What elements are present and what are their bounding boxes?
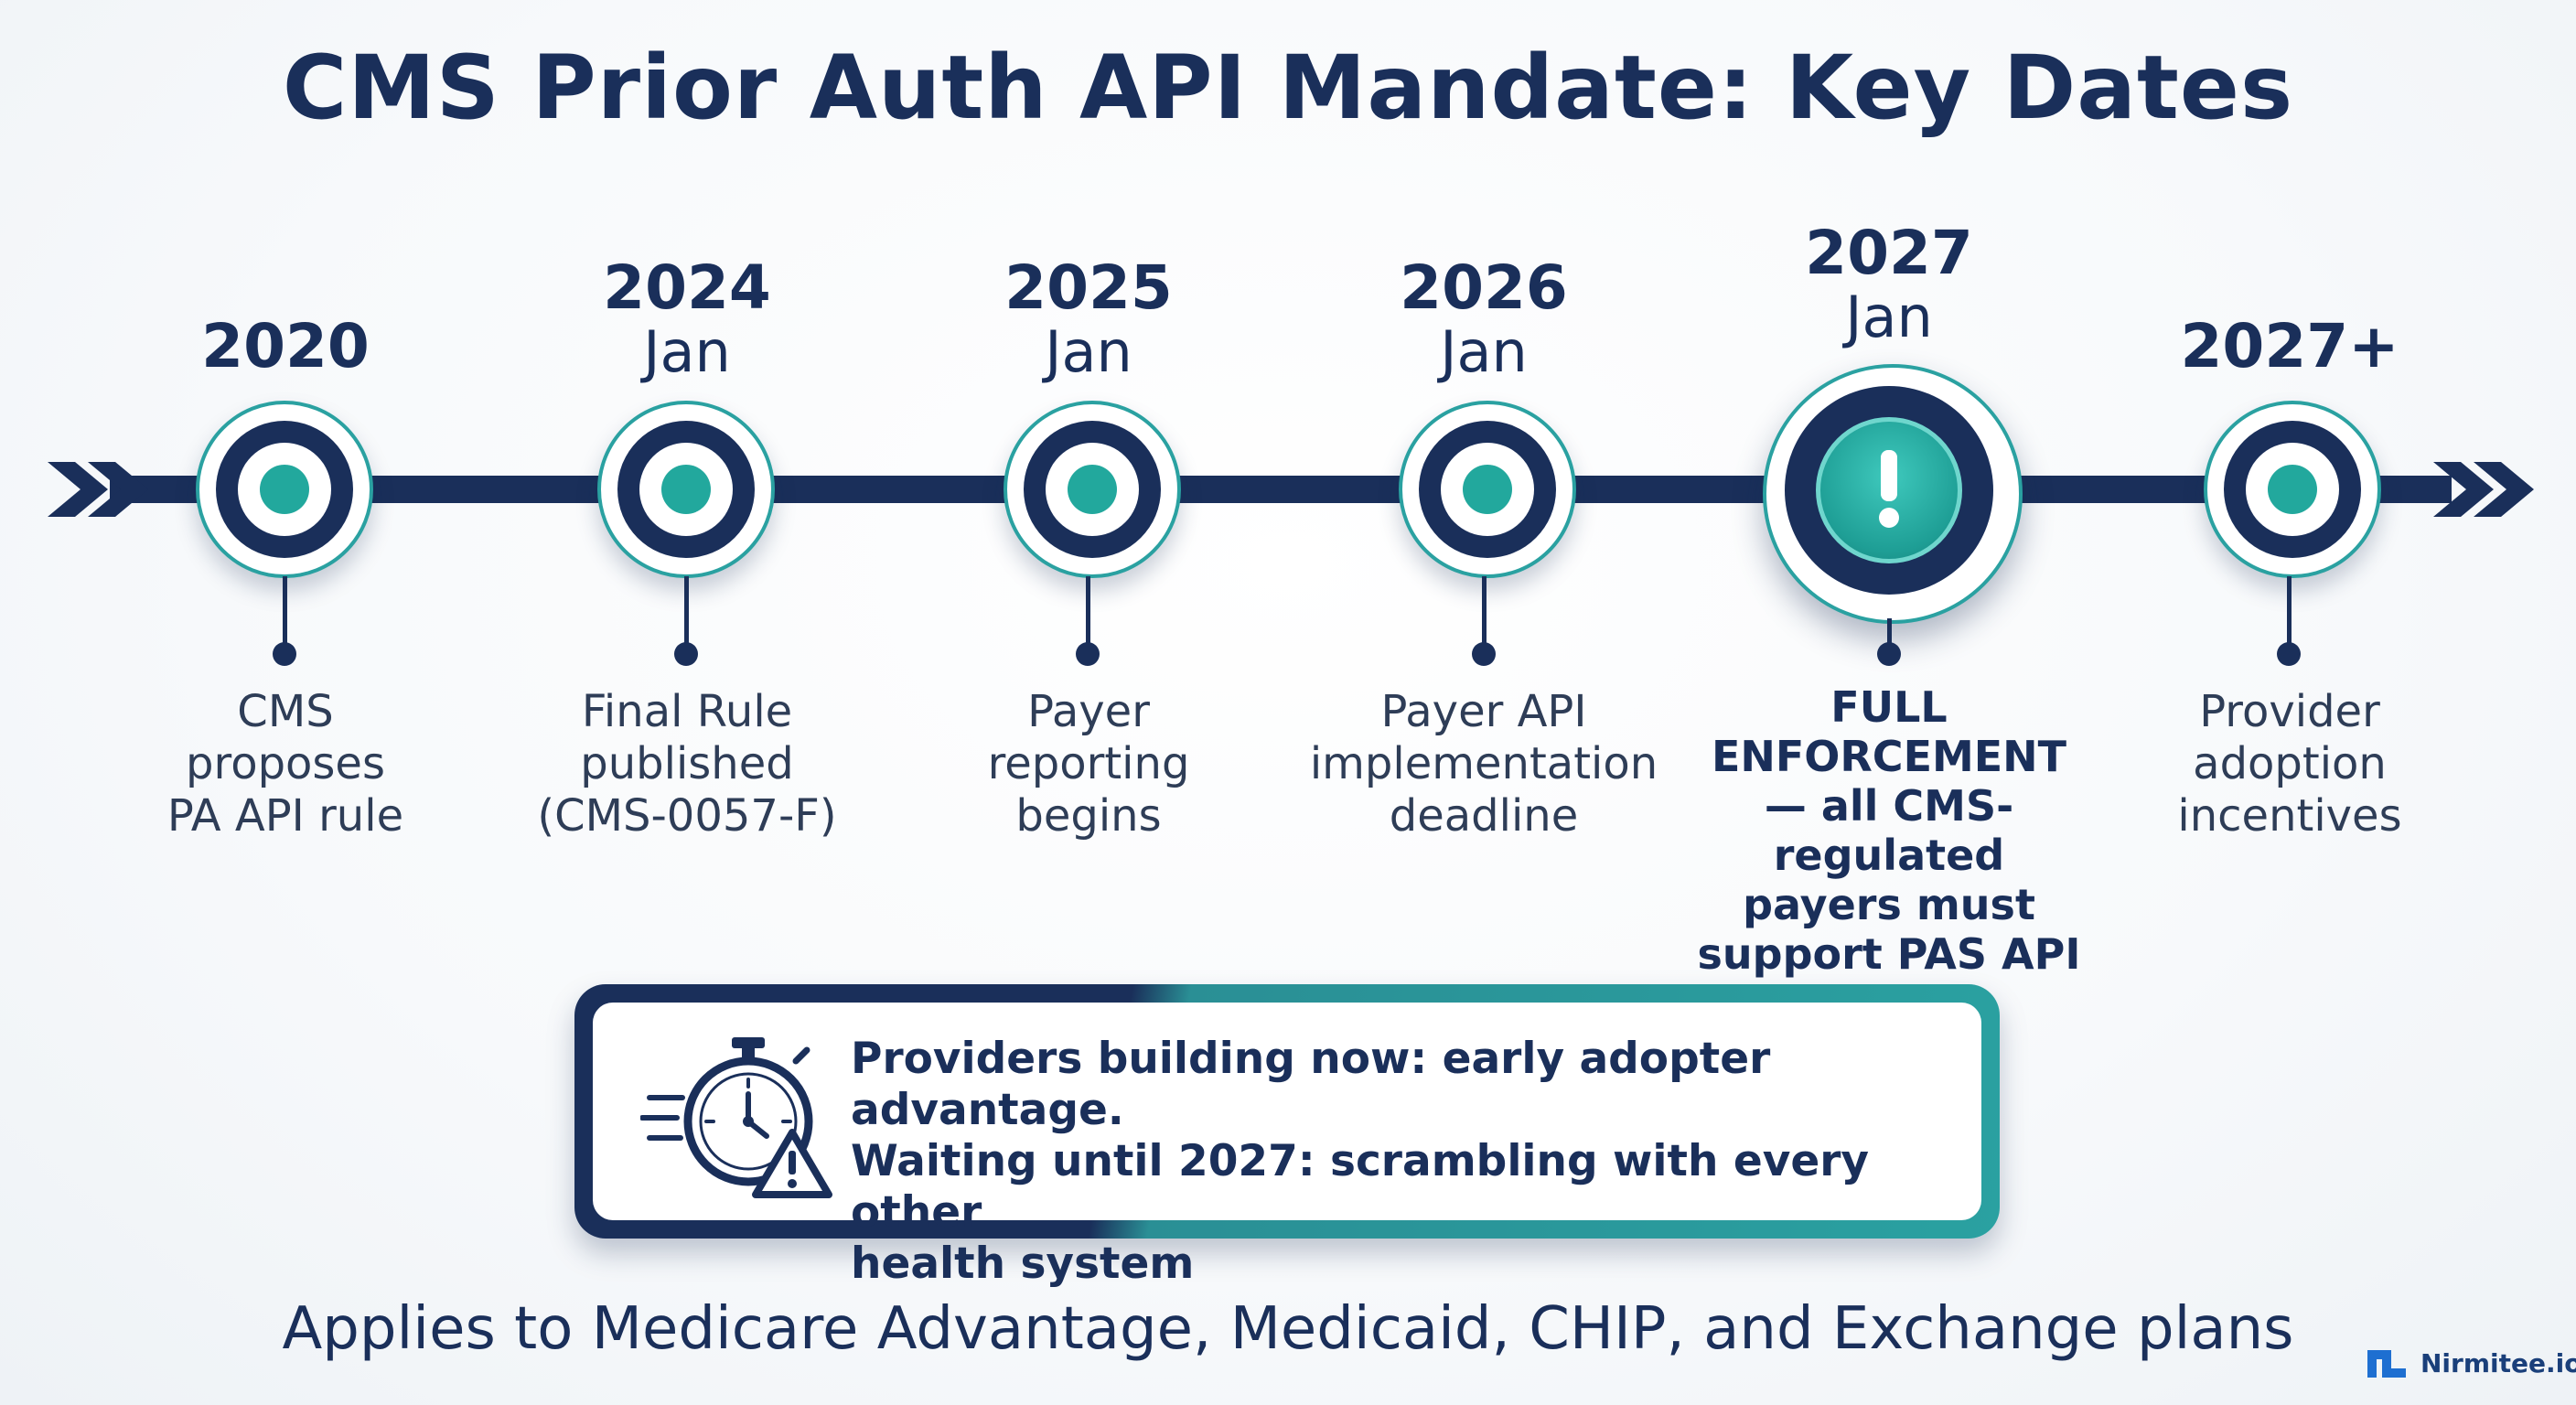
stem: [684, 576, 689, 649]
desc-line: published: [580, 738, 794, 789]
milestone-year: 2027+: [2180, 311, 2399, 381]
milestone-month: Jan: [1440, 318, 1528, 385]
desc-line: PA API rule: [166, 790, 404, 842]
desc-line: CMS: [237, 686, 334, 737]
desc-line: reporting: [987, 738, 1190, 789]
stem: [2287, 576, 2292, 649]
callout-message: Providers building now: early adopter ad…: [851, 1034, 1967, 1290]
milestone-year: 2026: [1400, 252, 1568, 323]
milestone-description: Payer API implementation deadline: [1283, 686, 1685, 842]
desc-line: FULL: [1830, 682, 1948, 732]
milestone-month: Jan: [643, 318, 731, 385]
desc-line: — all CMS-regulated: [1764, 781, 2014, 880]
desc-line: Payer: [1027, 686, 1150, 737]
callout-line: health system: [851, 1239, 1195, 1289]
milestone-description: Provider adoption incentives: [2088, 686, 2491, 842]
desc-line: payers must: [1743, 880, 2035, 929]
desc-line: proposes: [186, 738, 385, 789]
callout-box: [574, 984, 2000, 1239]
stem: [1086, 576, 1090, 649]
desc-line: adoption: [2193, 738, 2387, 789]
brand-name: Nirmitee.io: [2420, 1347, 2576, 1378]
milestone-year: 2020: [201, 311, 370, 381]
milestone-year: 2024: [603, 252, 771, 323]
footer-note: Applies to Medicare Advantage, Medicaid,…: [282, 1295, 2294, 1363]
stem-dot: [1076, 642, 1100, 666]
milestone-description: Final Rule published (CMS-0057-F): [486, 686, 888, 842]
node-dot: [661, 465, 711, 514]
right-chevrons-icon: [2433, 462, 2534, 517]
stem-dot: [1472, 642, 1496, 666]
stem-dot: [674, 642, 698, 666]
milestone-year: 2025: [1004, 252, 1173, 323]
desc-line: ENFORCEMENT: [1711, 732, 2067, 781]
milestone-month: Jan: [1845, 284, 1933, 350]
nirmitee-logo-icon: [2367, 1350, 2406, 1378]
milestone-description: Payer reporting begins: [887, 686, 1290, 842]
page-title: CMS Prior Auth API Mandate: Key Dates: [282, 37, 2294, 139]
milestone-description: FULL ENFORCEMENT — all CMS-regulated pay…: [1669, 682, 2109, 979]
stem-dot: [2277, 642, 2301, 666]
timeline-bar: [110, 476, 2452, 503]
desc-line: Payer API: [1380, 686, 1587, 737]
milestone-year: 2027: [1805, 218, 1973, 288]
callout-line: Waiting until 2027: scrambling with ever…: [851, 1136, 1870, 1238]
desc-line: (CMS-0057-F): [537, 790, 837, 842]
stem-dot: [1877, 642, 1901, 666]
node-dot: [2268, 465, 2317, 514]
stopwatch-warning-icon: [640, 1037, 832, 1198]
left-chevrons-icon: [48, 462, 148, 517]
stem: [283, 576, 287, 649]
brand: Nirmitee.io: [2366, 1343, 2576, 1383]
desc-line: deadline: [1389, 790, 1579, 842]
stem-dot: [273, 642, 296, 666]
node-dot: [1068, 465, 1117, 514]
node-dot: [1463, 465, 1512, 514]
callout-line: Providers building now: early adopter ad…: [851, 1034, 1771, 1135]
desc-line: incentives: [2177, 790, 2402, 842]
desc-line: support PAS API: [1697, 929, 2081, 979]
desc-line: begins: [1015, 790, 1162, 842]
desc-line: Final Rule: [581, 686, 793, 737]
node-dot: [260, 465, 309, 514]
exclamation-icon: [1879, 450, 1899, 528]
milestone-description: CMS proposes PA API rule: [84, 686, 487, 842]
stem: [1482, 576, 1487, 649]
milestone-month: Jan: [1045, 318, 1132, 385]
stem: [1887, 618, 1892, 649]
desc-line: implementation: [1309, 738, 1658, 789]
desc-line: Provider: [2199, 686, 2380, 737]
